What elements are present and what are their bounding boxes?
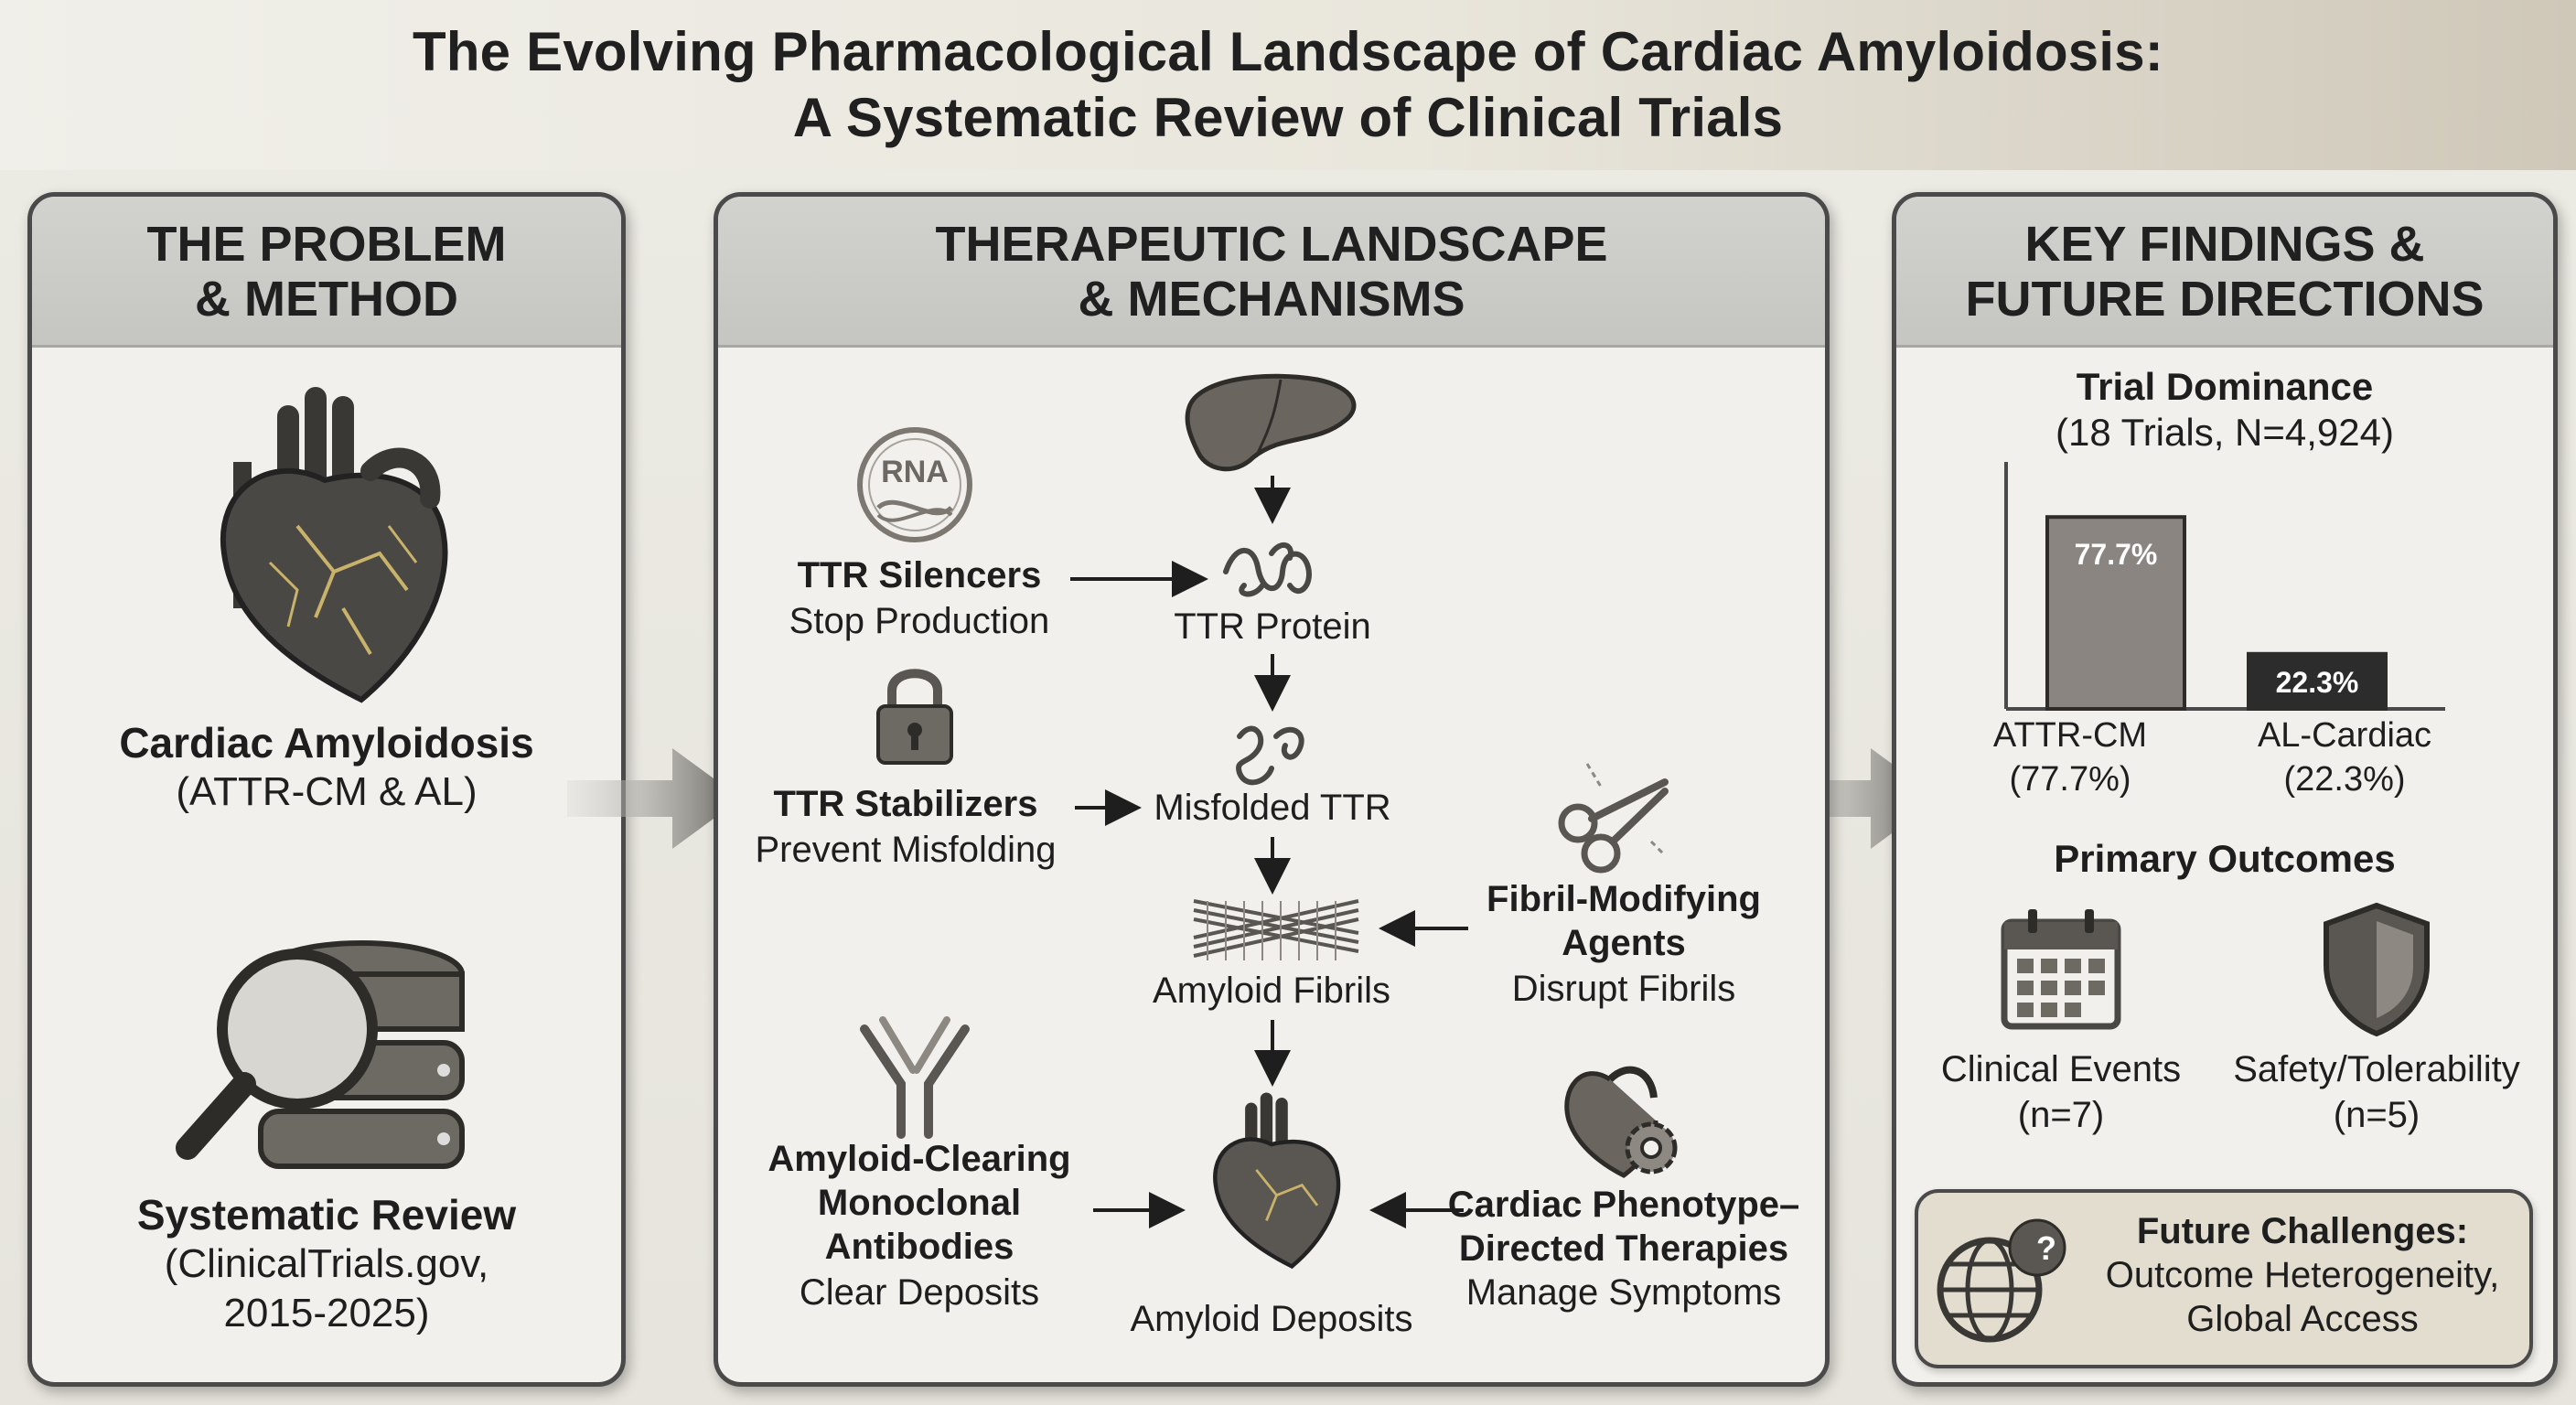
bar-value-label: 77.7% (2075, 538, 2158, 571)
ttr-protein-label: TTR Protein (1174, 606, 1371, 647)
panel-heading-line1: KEY FINDINGS & (2024, 217, 2425, 272)
clinical-events-count: (n=7) (2017, 1095, 2105, 1135)
al-cardiac-value-label: (22.3%) (2283, 760, 2406, 799)
phenotype-title-line2: Directed Therapies (1458, 1228, 1789, 1269)
antibody-title-line2: Monoclonal (817, 1183, 1022, 1223)
bar-value-label: 22.3% (2276, 666, 2359, 699)
amyloid-deposits-heart-icon (1213, 1092, 1341, 1270)
flow-arrows (1070, 476, 1468, 1228)
ttr-silencers-subtitle: Stop Production (789, 601, 1050, 641)
database-search-icon (176, 940, 465, 1169)
safety-tolerability-label: Safety/Tolerability (2233, 1049, 2520, 1089)
rna-badge-label: RNA (881, 455, 949, 489)
future-challenges-line3: Global Access (2186, 1299, 2419, 1339)
panel-heading-line2: & METHOD (195, 272, 458, 327)
amyloid-fibrils-icon (1193, 899, 1359, 960)
phenotype-title-line1: Cardiac Phenotype– (1447, 1185, 1800, 1225)
panel-key-findings-header: KEY FINDINGS & FUTURE DIRECTIONS (1896, 197, 2553, 348)
heart-icon (220, 387, 448, 703)
heart-title: Cardiac Amyloidosis (119, 719, 534, 767)
ttr-protein-icon (1223, 542, 1312, 597)
fibril-modifying-subtitle: Disrupt Fibrils (1511, 969, 1736, 1009)
panel-heading-line1: THERAPEUTIC LANDSCAPE (935, 217, 1608, 272)
misfolded-ttr-label: Misfolded TTR (1154, 788, 1391, 828)
attr-cm-category-label: ATTR-CM (1992, 716, 2148, 755)
trial-dominance-subtitle: (18 Trials, N=4,924) (2055, 411, 2394, 454)
review-title: Systematic Review (136, 1191, 517, 1239)
question-badge-label: ? (2036, 1229, 2056, 1267)
bar-al-cardiac (2247, 651, 2388, 711)
trial-dominance-bar-chart: 77.7% 22.3% (2004, 462, 2445, 711)
panel-heading-line2: & MECHANISMS (1078, 272, 1465, 327)
panel-key-findings: KEY FINDINGS & FUTURE DIRECTIONS Trial D… (1892, 192, 2558, 1387)
heart-gear-icon (1564, 1066, 1678, 1178)
antibody-title-line3: Antibodies (824, 1227, 1014, 1267)
panel-problem-method-header: THE PROBLEM & METHOD (32, 197, 621, 348)
antibody-icon (860, 1016, 970, 1139)
liver-icon (1185, 373, 1357, 472)
antibody-subtitle: Clear Deposits (799, 1272, 1040, 1313)
ttr-silencers-title: TTR Silencers (797, 555, 1042, 595)
globe-icon (1937, 1218, 2066, 1343)
safety-tolerability-count: (n=5) (2333, 1095, 2420, 1135)
page-title-line1: The Evolving Pharmacological Landscape o… (412, 21, 2163, 82)
panel-therapeutic-header: THERAPEUTIC LANDSCAPE & MECHANISMS (718, 197, 1825, 348)
page-title-line2: A Systematic Review of Clinical Trials (792, 87, 1784, 148)
misfolded-ttr-icon (1236, 725, 1304, 786)
attr-cm-value-label: (77.7%) (2009, 760, 2131, 799)
phenotype-subtitle: Manage Symptoms (1465, 1272, 1782, 1313)
review-subtitle-line1: (ClinicalTrials.gov, (164, 1241, 489, 1286)
primary-outcomes-title: Primary Outcomes (2054, 837, 2396, 880)
shield-icon (2324, 902, 2430, 1037)
future-challenges-title: Future Challenges: (2136, 1211, 2469, 1251)
panel-problem-method: THE PROBLEM & METHOD Cardiac Amyloidosis… (27, 192, 626, 1387)
ttr-stabilizers-title: TTR Stabilizers (773, 784, 1038, 824)
review-subtitle-line2: 2015-2025) (223, 1291, 430, 1335)
ttr-stabilizers-subtitle: Prevent Misfolding (755, 830, 1057, 870)
fibril-modifying-title-line2: Agents (1562, 923, 1686, 963)
al-cardiac-category-label: AL-Cardiac (2257, 716, 2432, 755)
amyloid-deposits-label: Amyloid Deposits (1130, 1299, 1413, 1339)
arrow-right-icon (567, 748, 741, 849)
padlock-icon (876, 669, 953, 765)
clinical-events-label: Clinical Events (1940, 1049, 2182, 1089)
panel-heading-line2: FUTURE DIRECTIONS (1965, 272, 2485, 327)
amyloid-fibrils-label: Amyloid Fibrils (1152, 971, 1391, 1011)
bar-attr-cm (2045, 515, 2186, 711)
panel-therapeutic-landscape: THERAPEUTIC LANDSCAPE & MECHANISMS (714, 192, 1830, 1387)
rna-icon (857, 427, 972, 542)
antibody-title-line1: Amyloid-Clearing (767, 1139, 1071, 1179)
scissors-icon (1558, 763, 1669, 874)
future-challenges-box: ? Future Challenges: Outcome Heterogenei… (1915, 1189, 2533, 1368)
calendar-icon (2001, 909, 2121, 1030)
title-band (0, 0, 2576, 170)
future-challenges-line2: Outcome Heterogeneity, (2105, 1255, 2500, 1295)
fibril-modifying-title-line1: Fibril-Modifying (1487, 879, 1761, 919)
panel-heading-line1: THE PROBLEM (146, 217, 507, 272)
heart-subtitle: (ATTR-CM & AL) (176, 769, 478, 814)
trial-dominance-title: Trial Dominance (2076, 365, 2374, 408)
